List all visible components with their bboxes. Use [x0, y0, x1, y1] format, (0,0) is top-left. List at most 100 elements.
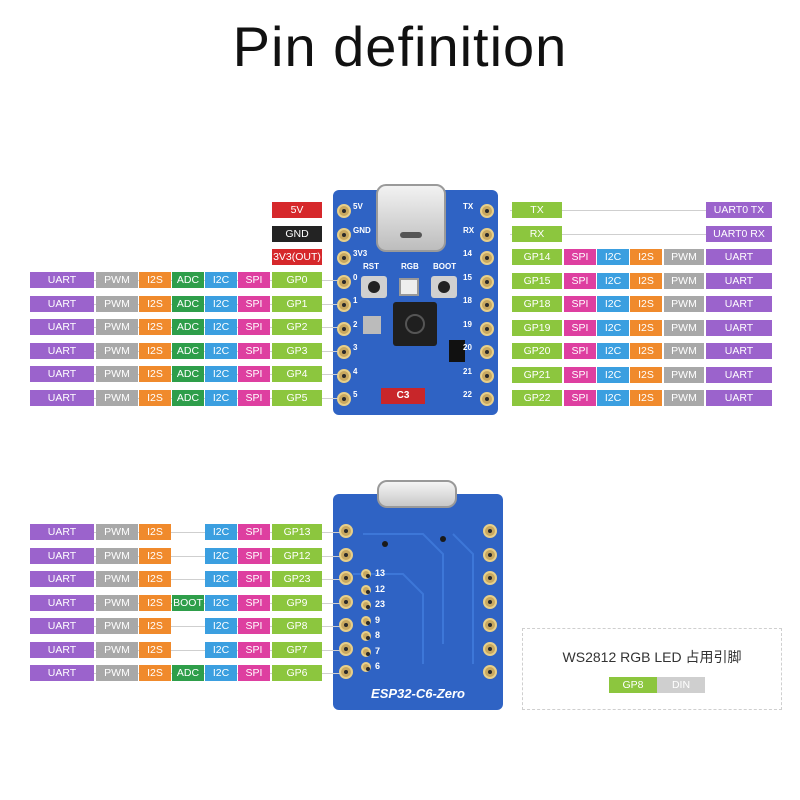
- pin-function-label: PWM: [664, 390, 704, 406]
- silkscreen-label: 5V: [353, 202, 363, 211]
- pin-pad: [337, 392, 351, 406]
- pin-function-label: GP14: [512, 249, 562, 265]
- pin-pad: [480, 227, 494, 242]
- silkscreen-label: 13: [375, 568, 386, 578]
- pin-function-label: I2C: [205, 319, 237, 335]
- pin-function-label: PWM: [664, 343, 704, 359]
- pin-function-label: ADC: [172, 272, 204, 288]
- silkscreen-label: 3V3: [353, 249, 368, 258]
- boot-button: [431, 276, 457, 298]
- pin-function-label: I2C: [205, 641, 237, 658]
- pin-pad: [483, 524, 497, 538]
- pin-function-label: I2S: [139, 665, 171, 681]
- pin-function-label: PWM: [664, 296, 704, 312]
- test-pad: [361, 662, 371, 672]
- silkscreen-label: 20: [463, 343, 472, 352]
- pin-pad: [337, 204, 351, 218]
- pin-pad: [483, 618, 497, 632]
- uart-pin-label: TX: [512, 202, 562, 218]
- crystal: [363, 316, 381, 334]
- pin-function-label: I2C: [205, 272, 237, 288]
- silkscreen-label: 0: [353, 272, 358, 282]
- pin-function-label: UART: [706, 390, 772, 406]
- pin-function-label: I2S: [139, 571, 171, 587]
- silkscreen-label: 22: [463, 390, 472, 399]
- usb-c-back: [377, 480, 457, 508]
- uart-pin-label: RX: [512, 225, 562, 242]
- pin-function-label: I2S: [630, 366, 662, 383]
- pin-function-label: SPI: [238, 618, 270, 634]
- pin-function-label: I2C: [205, 618, 237, 634]
- silkscreen-label: 6: [375, 661, 381, 671]
- pin-function-label: PWM: [96, 342, 138, 359]
- pin-function-label: PWM: [664, 249, 704, 265]
- pin-function-label: GP20: [512, 343, 562, 359]
- pin-function-label: UART: [30, 295, 94, 312]
- pin-function-label: I2S: [630, 390, 662, 406]
- pin-function-label: I2C: [597, 296, 629, 312]
- pin-function-label: GP6: [272, 665, 322, 681]
- pin-pad: [337, 274, 351, 289]
- silkscreen-label: 7: [375, 645, 381, 656]
- pin-function-label: I2S: [139, 547, 171, 564]
- pin-pad: [480, 204, 494, 218]
- silkscreen-label: 19: [463, 319, 472, 329]
- pin-function-label: GP9: [272, 594, 322, 611]
- pin-function-label: SPI: [238, 641, 270, 658]
- pin-function-label: I2C: [205, 571, 237, 587]
- pin-function-label: PWM: [96, 366, 138, 382]
- pin-function-label: SPI: [238, 319, 270, 335]
- pin-function-label: PWM: [96, 295, 138, 312]
- pin-function-label: I2S: [139, 272, 171, 288]
- pin-connector-line: [30, 555, 340, 557]
- silkscreen-label: RGB: [401, 262, 419, 271]
- pin-function-label: UART: [706, 366, 772, 383]
- pin-pad: [337, 227, 351, 242]
- pin-function-label: UART: [706, 343, 772, 359]
- pin-function-label: PWM: [96, 641, 138, 658]
- pin-function-label: UART: [30, 594, 94, 611]
- uart-function-label: UART0 RX: [706, 225, 772, 242]
- silkscreen-label: GND: [353, 225, 371, 235]
- traces: [353, 533, 474, 664]
- pin-pad: [480, 251, 494, 265]
- pin-function-label: GP15: [512, 272, 562, 289]
- pin-function-label: PWM: [96, 594, 138, 611]
- pin-function-label: UART: [30, 524, 94, 540]
- pin-pad: [480, 392, 494, 406]
- pin-function-label: BOOT: [172, 594, 204, 611]
- pin-function-label: I2C: [205, 547, 237, 564]
- pin-function-label: GP0: [272, 272, 322, 288]
- uart-function-label: UART0 TX: [706, 202, 772, 218]
- pin-function-label: GP5: [272, 389, 322, 406]
- reset-button: [361, 276, 387, 298]
- pin-pad: [339, 665, 353, 679]
- pin-pad: [339, 547, 353, 562]
- pin-function-label: I2C: [597, 249, 629, 265]
- pin-function-label: SPI: [238, 295, 270, 312]
- pin-function-label: SPI: [564, 272, 596, 289]
- pin-pad: [483, 547, 497, 562]
- test-pad: [361, 615, 371, 626]
- pin-function-label: I2C: [597, 272, 629, 289]
- usb-c-connector: [376, 184, 446, 252]
- pin-function-label: SPI: [238, 524, 270, 540]
- pin-function-label: ADC: [172, 295, 204, 312]
- pin-pad: [480, 298, 494, 312]
- pin-pad: [483, 594, 497, 609]
- pin-function-label: GP23: [272, 571, 322, 587]
- pin-connector-line: [30, 626, 340, 627]
- silkscreen-label: 12: [375, 583, 386, 594]
- pin-function-label: I2S: [630, 249, 662, 265]
- pin-function-label: PWM: [96, 571, 138, 587]
- silkscreen-label: 23: [375, 599, 386, 609]
- pin-pad: [339, 571, 353, 585]
- pin-function-label: I2S: [139, 524, 171, 540]
- pin-function-label: UART: [30, 547, 94, 564]
- board-name: ESP32-C6-Zero: [371, 686, 465, 701]
- silkscreen-label: 2: [353, 319, 358, 329]
- pin-pad: [480, 321, 494, 336]
- test-pad: [361, 646, 371, 657]
- pin-function-label: SPI: [238, 571, 270, 587]
